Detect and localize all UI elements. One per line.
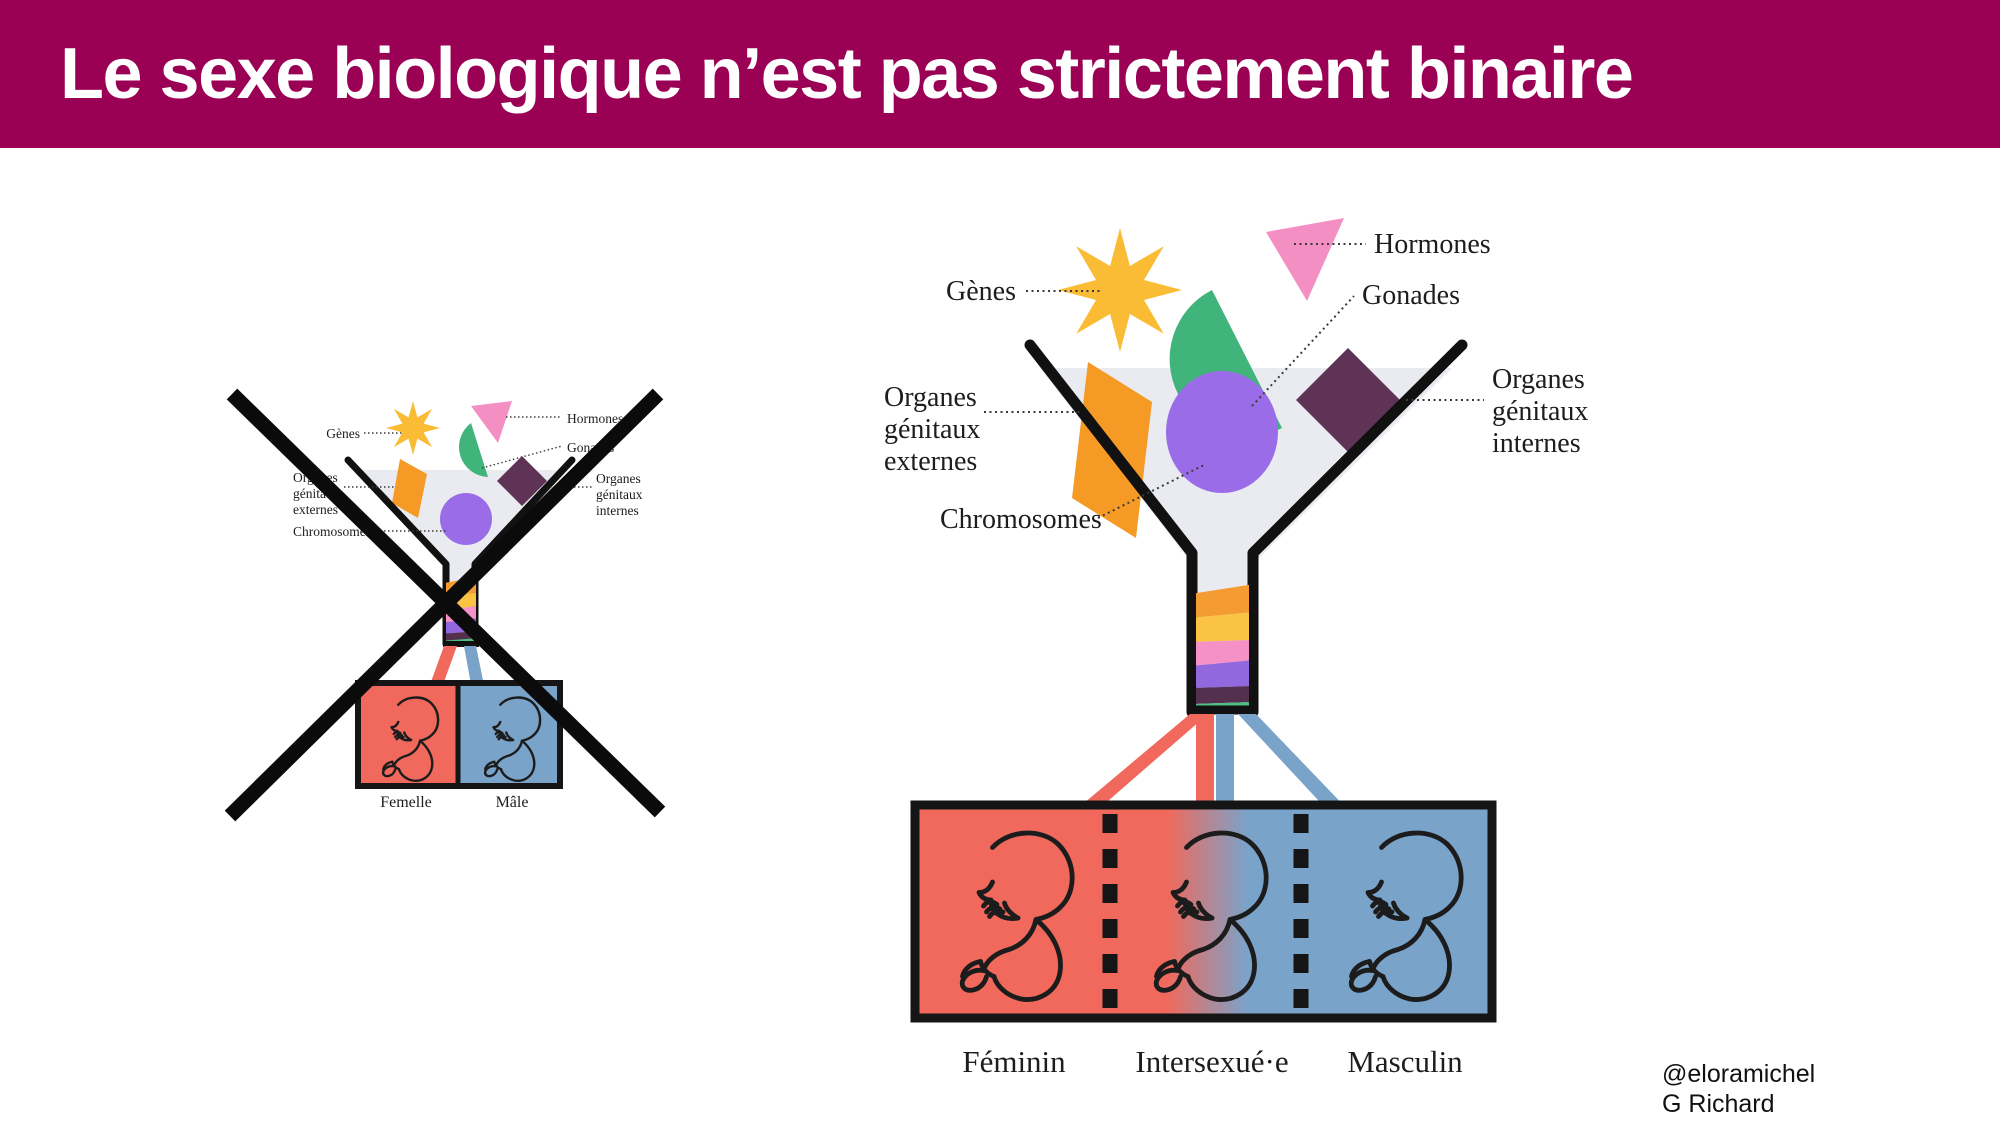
chromosomes-label-small: Chromosomes — [293, 524, 371, 539]
female-box-small — [358, 683, 458, 786]
genes-star-icon — [1058, 228, 1182, 352]
cross-out-x — [224, 388, 666, 822]
gonades-label: Gonades — [1362, 280, 1460, 311]
female-stream-vertical — [1196, 714, 1214, 816]
chromosomes-label: Chromosomes — [940, 504, 1102, 535]
leader-lines-large — [984, 243, 1484, 519]
outcome-label-femelle: Femelle — [380, 794, 432, 811]
credit-author: G Richard — [1662, 1090, 1775, 1118]
female-stream-diagonal — [1071, 714, 1208, 814]
slide-title: Le sexe biologique n’est pas strictement… — [60, 34, 1634, 114]
gonades-halfmoon-icon — [458, 423, 488, 477]
outcome-boxes-border-large — [910, 800, 1497, 1023]
crossed-out-binary-diagram: Gènes Hormones Gonades Organes génitaux … — [224, 388, 666, 822]
organes-internes-label: Organes génitaux internes — [1492, 364, 1595, 459]
funnel-bowl-fill-small — [356, 470, 564, 640]
female-stream-small — [428, 646, 457, 690]
male-stream-small — [464, 646, 485, 690]
chromosomes-circle-icon — [1166, 371, 1278, 493]
hormones-triangle-icon — [471, 401, 512, 443]
organes-internes-label-small: Organes génitaux internes — [596, 471, 646, 518]
chromosomes-circle-icon — [440, 493, 492, 545]
credits: @eloramichel G Richard — [1662, 1060, 1815, 1118]
organes-internes-diamond-icon — [497, 456, 547, 506]
male-stream-diagonal — [1238, 714, 1352, 814]
header-bar: Le sexe biologique n’est pas strictement… — [0, 0, 2000, 148]
genes-label-small: Gènes — [326, 426, 360, 441]
hormones-label-small: Hormones — [567, 411, 623, 426]
organes-externes-parallelogram-icon — [392, 459, 427, 518]
genes-label: Gènes — [946, 276, 1016, 307]
labels-large: Gènes Hormones Gonades Organes génitaux … — [884, 229, 1595, 1079]
outcome-label-feminin: Féminin — [962, 1044, 1066, 1079]
funnel-outline-large — [1024, 339, 1468, 718]
genes-star-icon — [386, 401, 440, 455]
funnel-stem-layers-large — [1196, 584, 1249, 708]
hormones-label: Hormones — [1374, 229, 1491, 260]
outcome-label-intersexe: Intersexué·e — [1135, 1044, 1288, 1079]
outcome-label-male: Mâle — [496, 794, 529, 811]
credit-handle: @eloramichel — [1662, 1060, 1815, 1088]
outcome-label-masculin: Masculin — [1347, 1044, 1463, 1079]
hormones-triangle-icon — [1266, 218, 1344, 301]
organes-externes-label: Organes génitaux externes — [884, 382, 987, 477]
main-spectrum-diagram: Gènes Hormones Gonades Organes génitaux … — [884, 218, 1595, 1079]
male-stream-vertical — [1216, 714, 1234, 816]
